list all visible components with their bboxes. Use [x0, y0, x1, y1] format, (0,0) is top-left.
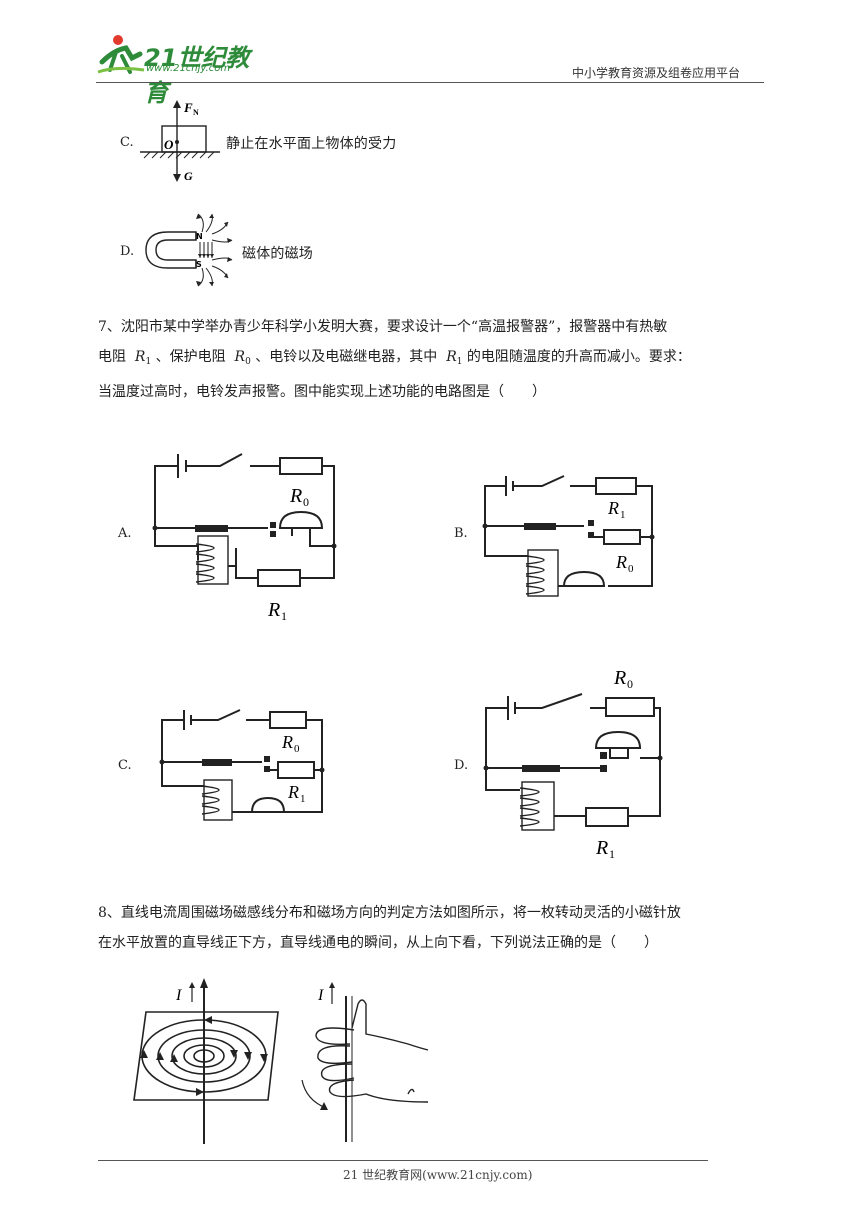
svg-text:0: 0 [628, 563, 634, 575]
runner-logo-icon [97, 35, 145, 74]
q8-line-2: 在水平放置的直导线正下方，直导线通电的瞬间，从上向下看，下列说法正确的是（ ） [98, 935, 658, 951]
q6-option-c-text: 静止在水平面上物体的受力 [226, 136, 397, 152]
force-diagram: F N O G [140, 100, 220, 183]
r0-label: R [289, 485, 302, 507]
svg-text:1: 1 [281, 609, 287, 623]
circuit-a: R 0 R 1 [152, 453, 337, 623]
svg-text:1: 1 [609, 847, 615, 861]
q7-option-b-label: B. [454, 526, 468, 541]
q7-line-2: 电阻 R1 、保护电阻 R0 、电铃以及电磁继电器，其中 R1 的电阻随温度的升… [98, 349, 691, 367]
logo-main-text: 21世纪教育 [144, 44, 250, 107]
straight-wire-field-diagram: I [133, 978, 279, 1144]
q6-option-c-label: C. [120, 135, 134, 150]
right-hand-rule-diagram: I [301, 982, 429, 1142]
circuit-d: R 0 R 1 [483, 667, 663, 861]
o-label: O [164, 137, 174, 152]
svg-text:R: R [281, 732, 293, 752]
q7-option-c-label: C. [118, 758, 132, 773]
svg-text:1: 1 [620, 509, 626, 521]
header-platform-text: 中小学教育资源及组卷应用平台 [572, 66, 741, 80]
r1-label: R [267, 599, 280, 621]
svg-text:0: 0 [303, 495, 309, 509]
svg-text:R: R [287, 782, 299, 802]
svg-text:0: 0 [627, 677, 633, 691]
footer-rule [98, 1160, 708, 1161]
q6-option-d-label: D. [120, 244, 135, 259]
svg-text:R: R [607, 498, 619, 518]
circuit-b: R 1 R 0 [482, 475, 655, 597]
q7-line-3: 当温度过高时，电铃发声报警。图中能实现上述功能的电路图是（ ） [98, 384, 546, 400]
q7-question-text: 7、沈阳市某中学举办青少年科学小发明大赛，要求设计一个“高温报警器”，报警器中有… [98, 312, 778, 407]
q6-option-d-text: 磁体的磁场 [242, 246, 313, 262]
q7-option-a-label: A. [118, 526, 132, 541]
svg-text:0: 0 [294, 743, 300, 755]
svg-text:1: 1 [300, 793, 306, 805]
g-label: G [184, 169, 193, 183]
fn-sub: N [193, 108, 199, 117]
svg-text:R: R [615, 552, 627, 572]
q7-option-d-label: D. [454, 758, 469, 773]
logo-url-text: www.21cnjy.com [146, 63, 231, 74]
header-logo: 21世纪教育 www.21cnjy.com [96, 32, 266, 107]
q7-line-1: 7、沈阳市某中学举办青少年科学小发明大赛，要求设计一个“高温报警器”，报警器中有… [98, 319, 668, 335]
magnet-s-label: S [196, 260, 202, 269]
svg-text:R: R [613, 667, 626, 689]
footer-text: 21 世纪教育网(www.21cnjy.com) [343, 1168, 533, 1182]
horseshoe-magnet-diagram: N S [145, 213, 233, 287]
header-rule [96, 82, 764, 83]
q8-line-1: 8、直线电流周围磁场磁感线分布和磁场方向的判定方法如图所示，将一枚转动灵活的小磁… [98, 905, 681, 921]
svg-text:R: R [595, 837, 608, 859]
magnet-n-label: N [196, 232, 203, 241]
current-label-right: I [317, 987, 324, 1004]
current-label-left: I [175, 987, 182, 1004]
fn-label: F [183, 100, 193, 115]
circuit-c: R 0 R 1 [159, 709, 325, 821]
q8-question-text: 8、直线电流周围磁场磁感线分布和磁场方向的判定方法如图所示，将一枚转动灵活的小磁… [98, 898, 778, 958]
